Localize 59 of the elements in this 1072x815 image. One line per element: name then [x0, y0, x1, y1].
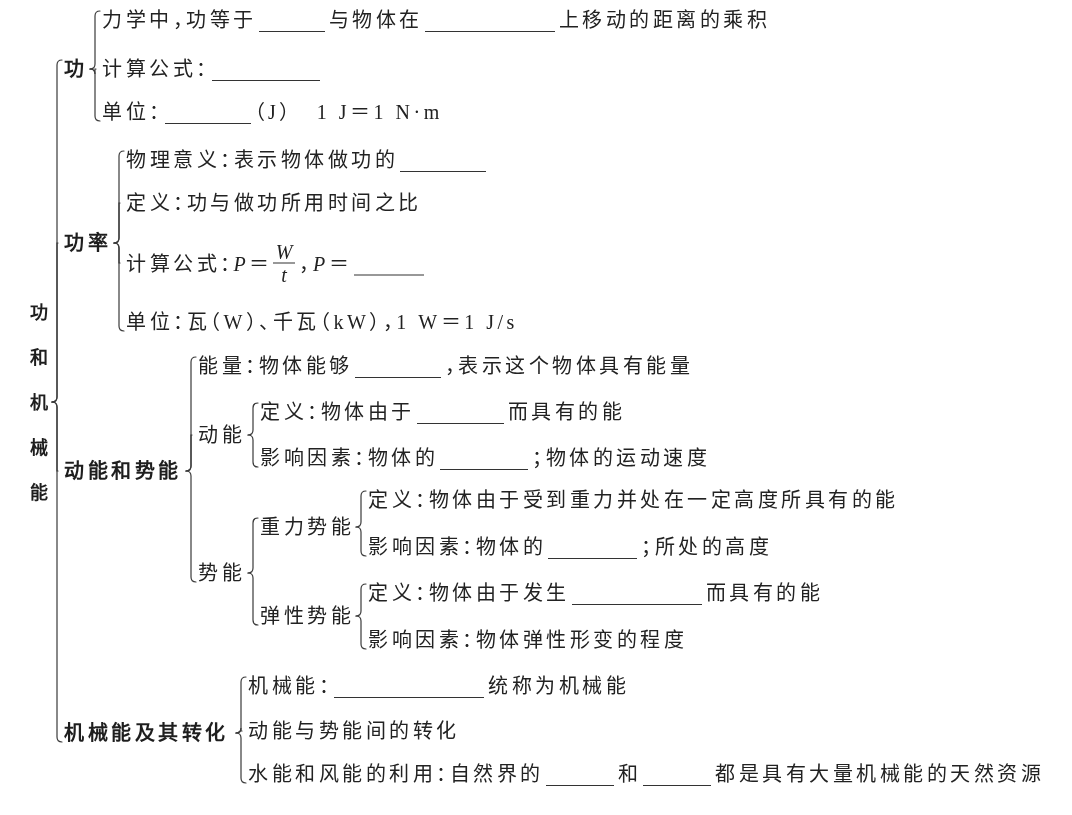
brace-line: [247, 517, 259, 574]
note-text: ，表示这个物体具有能量: [444, 354, 693, 379]
subtopic-label: 重力势能: [260, 515, 354, 540]
note-text: ；物体的运动速度: [532, 446, 710, 471]
brace-line: [355, 526, 367, 557]
note-text: 力学中，功等于: [102, 8, 257, 33]
brace-line: [247, 434, 259, 468]
note-text: 影响因素：物体的: [368, 535, 546, 560]
brace-line: [247, 402, 259, 436]
note-text: 而具有的能: [705, 581, 823, 606]
subtopic-label: 弹性势能: [260, 604, 354, 629]
brace-line: [185, 470, 197, 583]
note-text: 计算公式：P＝: [126, 251, 273, 276]
brace-line: [235, 727, 243, 734]
note-text: 计算公式：: [102, 57, 210, 82]
topic-label: 机械能及其转化: [64, 720, 229, 746]
brace-line: [113, 202, 121, 244]
brace-line: [247, 572, 259, 626]
brace-line: [113, 242, 125, 332]
root-topic: 功和机械能: [30, 300, 48, 505]
note-text: 影响因素：物体的: [260, 446, 438, 471]
note-text: 水能和风能的利用：自然界的: [248, 762, 544, 787]
fraction-denominator: t: [280, 263, 288, 286]
topic-label: 功: [64, 56, 88, 82]
note-text: 单位：: [102, 100, 163, 125]
note-text: 定义：物体由于受到重力并处在一定高度所具有的能: [368, 488, 899, 513]
brace-line: [89, 10, 101, 70]
note-text: ；所处的高度: [641, 535, 772, 560]
fraction-numerator: W: [274, 240, 295, 263]
note-text: 而具有的能: [507, 400, 625, 425]
subtopic-label: 动能: [198, 423, 245, 448]
brace-line: [51, 242, 59, 403]
note-text: 能量：物体能够: [198, 354, 353, 379]
note-text: 单位：瓦（W）、千瓦（kW），1 W＝1 J/s: [126, 310, 518, 335]
brace-line: [235, 732, 247, 784]
note-text: 都是具有大量机械能的天然资源: [715, 762, 1044, 787]
note-text: 定义：物体由于发生: [368, 581, 570, 606]
note-text: 机械能：: [248, 674, 332, 699]
brace-line: [51, 401, 63, 743]
note-text: 和: [617, 762, 641, 787]
note-text: 1 J＝1 N·m: [316, 100, 443, 125]
brace-line: [185, 434, 193, 472]
brace-line: [355, 490, 367, 528]
note-text: 统称为机械能: [488, 674, 629, 699]
note-text: 影响因素：物体弹性形变的程度: [368, 628, 687, 653]
note-text: 定义：功与做功所用时间之比: [126, 191, 422, 216]
note-text: 与物体在: [328, 8, 423, 33]
note-text: 物理意义：表示物体做功的: [126, 148, 398, 173]
topic-label: 功率: [64, 230, 111, 256]
brace-line: [355, 583, 367, 617]
subtopic-label: 势能: [198, 561, 245, 586]
note-text: 动能与势能间的转化: [248, 719, 460, 744]
note-text: （J）: [254, 100, 293, 125]
note-text: ，P＝: [299, 251, 353, 276]
note-text: 上移动的距离的乘积: [558, 8, 770, 33]
brace-line: [89, 68, 101, 122]
note-text: 定义：物体由于: [260, 400, 415, 425]
topic-label: 动能和势能: [64, 458, 182, 484]
brace-line: [355, 615, 367, 650]
